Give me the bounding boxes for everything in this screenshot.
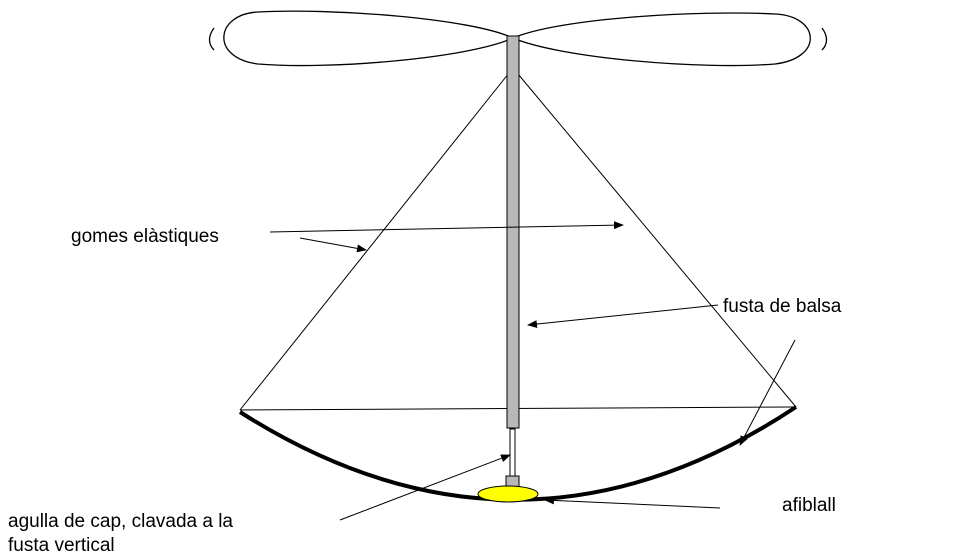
- label-thumbtack: afiblall: [782, 495, 836, 516]
- label-pin-line2: fusta vertical: [8, 535, 115, 556]
- arrow-rubber-left: [299, 237, 367, 253]
- propeller-right-tip: [821, 27, 828, 51]
- arrow-base: [739, 339, 796, 446]
- propeller: [208, 10, 828, 67]
- label-pin-line1: agulla de cap, clavada a la: [8, 511, 233, 532]
- propeller-right-blade: [511, 12, 811, 67]
- arrow-thumbtack: [544, 496, 721, 509]
- balsa-wood-stick: [506, 35, 520, 429]
- pin-shaft: [509, 428, 516, 478]
- propeller-left-tip: [208, 27, 215, 51]
- arrows: [269, 221, 796, 521]
- label-balsa-wood: fusta de balsa: [723, 296, 842, 317]
- arrow-rubber-right: [269, 221, 624, 233]
- pin: [505, 428, 520, 490]
- propeller-left-blade: [223, 10, 515, 67]
- rubber-band-left: [239, 67, 514, 411]
- rubber-band-right: [512, 67, 797, 408]
- arrow-balsa: [527, 304, 719, 329]
- thumbtack: [477, 485, 539, 503]
- label-rubber-bands: gomes elàstiques: [71, 226, 219, 247]
- arrow-pin: [339, 454, 511, 521]
